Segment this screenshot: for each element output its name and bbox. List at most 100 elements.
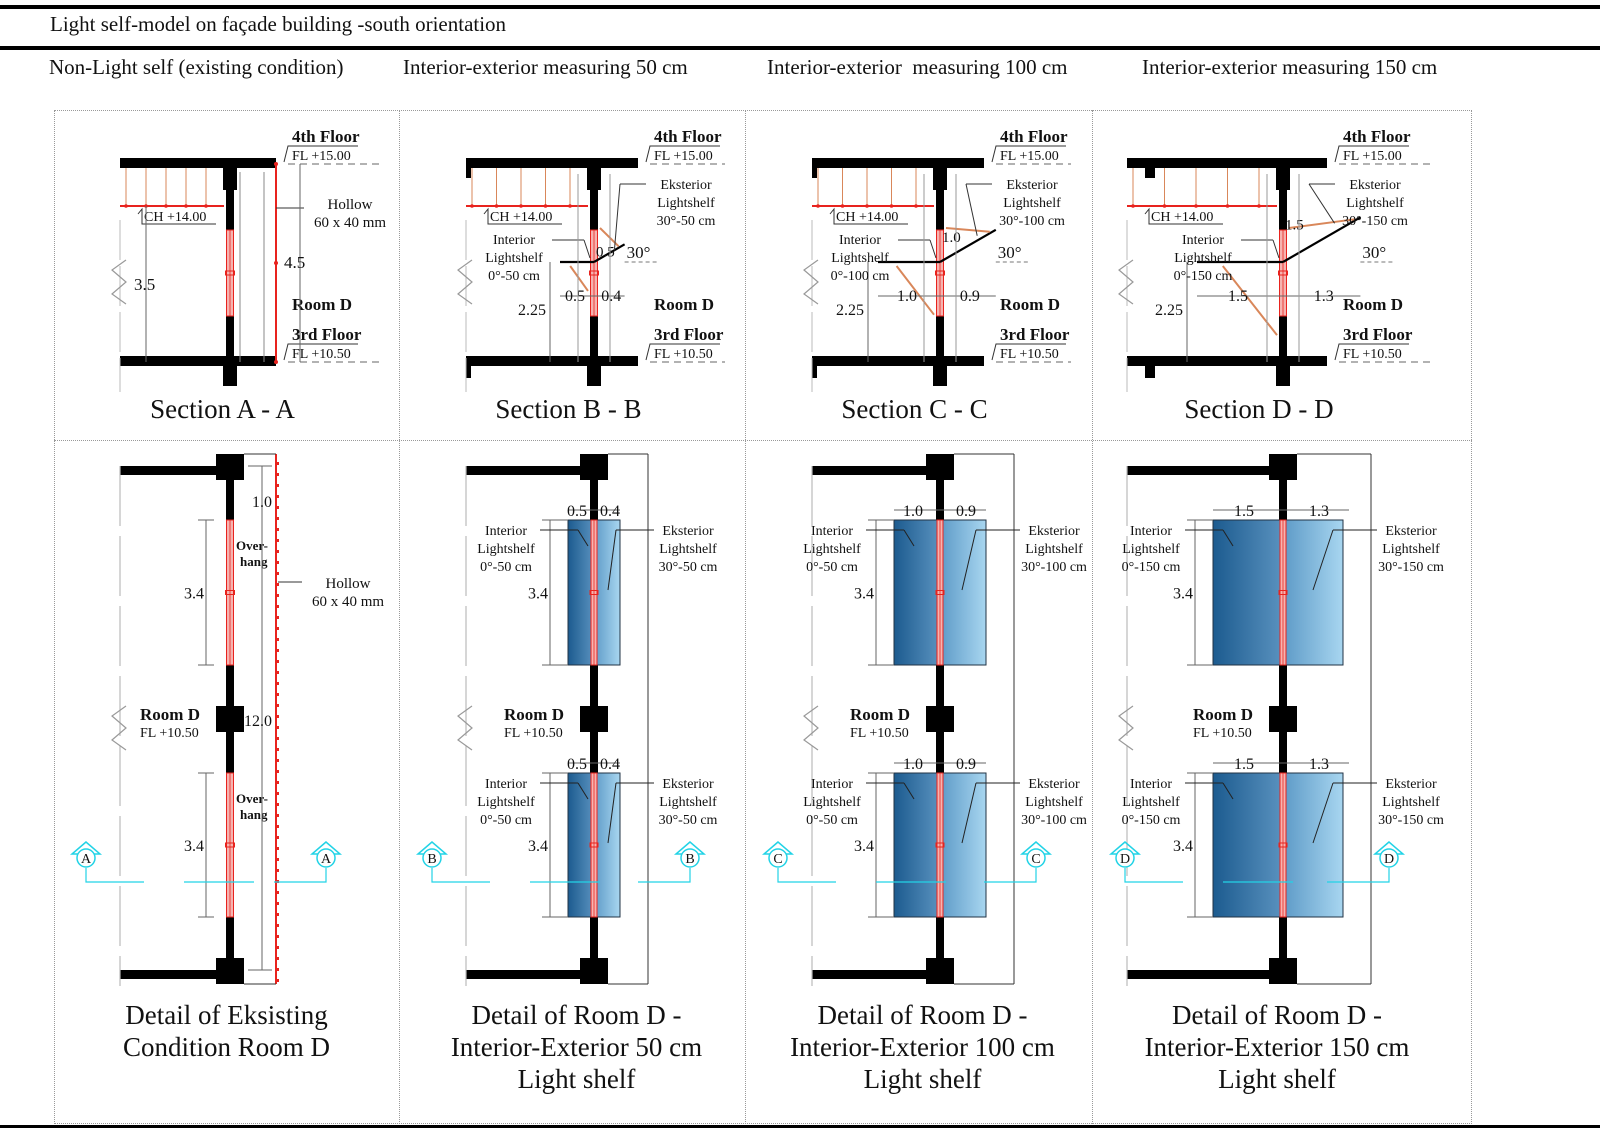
hollow-node <box>274 162 278 166</box>
interior-width-dimension: 1.5 <box>1234 756 1254 773</box>
exterior-spec: 30°-150 cm <box>1342 214 1408 229</box>
section-marker-letter: D <box>1384 852 1394 867</box>
room-label: Room D <box>1343 295 1403 314</box>
exterior-label: Lightshelf <box>1025 795 1083 810</box>
figure-title: Light self-model on façade building -sou… <box>50 12 507 36</box>
floor-level-label: FL +10.50 <box>140 726 199 741</box>
hollow-node <box>276 671 279 674</box>
ceiling-level-marker <box>829 207 908 225</box>
light-ray <box>1288 218 1355 229</box>
interior-lightshelf-plan <box>1212 772 1284 918</box>
beam-stub <box>812 164 817 178</box>
column-header-150cm: Interior-exterior measuring 150 cm <box>1142 55 1438 79</box>
level-marker <box>645 145 720 163</box>
hollow-node <box>276 759 279 762</box>
exterior-width-dimension: 0.9 <box>960 288 980 305</box>
section-caption: Section D - D <box>1184 394 1333 424</box>
column-below <box>1276 362 1290 386</box>
hollow-node <box>276 583 279 586</box>
column-header-existing: Non-Light self (existing condition) <box>49 55 344 79</box>
section-marker-circle <box>768 848 788 868</box>
interior-lightshelf-plan <box>893 772 941 918</box>
top-rule <box>0 5 1600 9</box>
hollow-node <box>276 770 279 773</box>
section-marker-letter: A <box>321 852 332 867</box>
overhang-height-dimension: 4.5 <box>284 253 305 272</box>
figure-grid <box>54 110 1472 1124</box>
leader-line <box>1312 529 1334 591</box>
glazing-mullion <box>935 842 945 848</box>
window-height-dimension: 3.4 <box>1173 838 1193 855</box>
upper-floor-slab <box>120 158 276 168</box>
overhang-label: hang <box>240 807 268 822</box>
interior-label: Lightshelf <box>477 795 535 810</box>
floor-label: 4th Floor <box>292 127 360 146</box>
exterior-label: Eksterior <box>1385 777 1437 792</box>
wall-lower <box>590 316 598 362</box>
exterior-label: Lightshelf <box>1003 196 1061 211</box>
column-below <box>933 362 947 386</box>
break-line-symbol <box>457 705 473 751</box>
interior-width-dimension: 1.0 <box>903 503 923 520</box>
exterior-width-dimension: 0.4 <box>601 288 621 305</box>
detail-caption: Detail of Room D - <box>1172 1000 1382 1030</box>
hollow-node <box>276 968 279 971</box>
detail-caption: Light shelf <box>1218 1064 1336 1094</box>
detail-caption: Light shelf <box>864 1064 982 1094</box>
top-gap-dimension: 1.0 <box>252 494 272 511</box>
column-below <box>223 362 237 386</box>
glazing-mullion <box>589 842 599 848</box>
section-caption: Section C - C <box>841 394 987 424</box>
interior-label: Interior <box>1182 233 1224 248</box>
detail-caption: Interior-Exterior 50 cm <box>451 1032 702 1062</box>
level-marker <box>283 145 358 163</box>
section-cut-line <box>85 868 144 883</box>
interior-spec: 0°-50 cm <box>480 560 532 575</box>
hollow-node <box>276 803 279 806</box>
exterior-label: Eksterior <box>1006 178 1058 193</box>
hollow-node <box>276 847 279 850</box>
section-marker-circle <box>76 848 96 868</box>
overhang-label: Over- <box>236 791 268 806</box>
section-cut-line <box>984 868 1037 883</box>
interior-width-dimension: 1.5 <box>1234 503 1254 520</box>
hollow-node <box>276 528 279 531</box>
wall-plan <box>226 466 234 970</box>
leader-line <box>583 239 591 259</box>
leader-line <box>1222 782 1234 800</box>
shelf-height-dimension: 2.25 <box>836 302 864 319</box>
exterior-length-dimension: 1.5 <box>1285 217 1304 233</box>
level-marker <box>645 343 720 361</box>
leader-line <box>613 183 621 251</box>
exterior-spec: 30°-50 cm <box>657 214 716 229</box>
exterior-spec: 30°-100 cm <box>999 214 1065 229</box>
upper-floor-slab <box>1127 158 1327 168</box>
detail-caption: Condition Room D <box>123 1032 330 1062</box>
drawing: Room DFL +10.503.4Over-hang3.4Over-hang1… <box>69 453 384 1062</box>
hollow-node <box>276 979 279 982</box>
section-marker-circle <box>680 848 700 868</box>
interior-label: Lightshelf <box>1122 542 1180 557</box>
hollow-node <box>276 792 279 795</box>
beam-stub <box>812 362 817 378</box>
leader-line <box>1312 782 1334 844</box>
exterior-lightshelf-plan <box>593 519 621 666</box>
interior-width-dimension: 1.0 <box>897 288 917 305</box>
grid-divider <box>745 110 746 1124</box>
hollow-size-label: 60 x 40 mm <box>312 594 384 610</box>
section-marker-letter: A <box>81 852 92 867</box>
lower-floor-slab-plan <box>1127 970 1273 979</box>
room-label: Room D <box>654 295 714 314</box>
exterior-label: Lightshelf <box>1382 795 1440 810</box>
hollow-node <box>276 814 279 817</box>
light-ray <box>569 265 589 292</box>
hanger-node <box>568 204 572 208</box>
exterior-lightshelf <box>593 243 626 263</box>
ceiling-level-marker <box>1144 207 1223 225</box>
